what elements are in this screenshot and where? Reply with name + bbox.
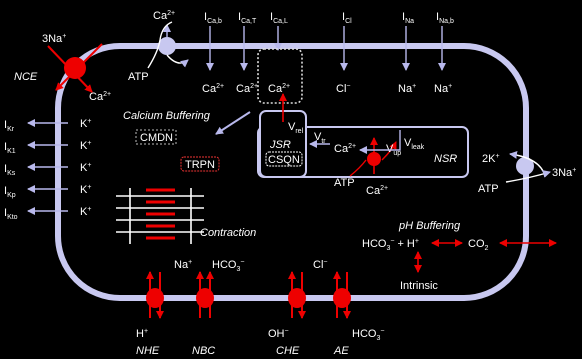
ae-label: AE [333, 345, 349, 357]
nhe-h-label: H+ [136, 328, 148, 340]
top-ion-labels: Ca2+ Ca2+ Ca2+ Cl− Na+ Na+ [202, 83, 452, 95]
k-ion-label: K+ [80, 118, 91, 130]
serca-atp-label: ATP [334, 177, 355, 189]
che-oh-label: OH− [268, 328, 289, 340]
v-leak-label: Vleak [404, 137, 425, 151]
jsr-label: JSR [269, 139, 291, 151]
subspace-box [257, 48, 303, 104]
i-ca-t-label: ICa,T [238, 11, 257, 25]
pmca-pump [147, 21, 189, 69]
nhe-body [146, 288, 164, 308]
nbc-exchanger [196, 271, 214, 318]
csqn-label: CSQN [268, 154, 300, 166]
serca-atp-arc [349, 159, 367, 177]
na-b-ion: Na+ [434, 83, 452, 95]
nak-na-label: 3Na+ [552, 167, 576, 179]
nhe-exchanger [146, 271, 164, 319]
k-current-label: IKr [4, 119, 15, 133]
nsr-label: NSR [434, 153, 457, 165]
serca-pump [349, 137, 397, 177]
k-ion-label: K+ [80, 162, 91, 174]
trpn-label: TRPN [185, 159, 215, 171]
k-ion-label: K+ [80, 184, 91, 196]
sr-ca-label: Ca2+ [334, 143, 356, 155]
ca-t-ion: Ca2+ [236, 83, 258, 95]
cmdn-label: CMDN [140, 132, 173, 144]
sarcomere-icon [116, 188, 204, 244]
buffering-arrow [215, 111, 251, 135]
che-body [288, 288, 306, 308]
intrinsic-label: Intrinsic [400, 280, 438, 292]
pmca-atp-label: ATP [128, 71, 149, 83]
nce-body [64, 57, 86, 79]
nhe-label: NHE [136, 345, 160, 357]
k-ion-label: K+ [80, 206, 91, 218]
nak-k-label: 2K+ [482, 153, 500, 165]
contraction-label: Contraction [200, 227, 256, 239]
i-ca-b-label: ICa,b [204, 11, 222, 25]
k-current-label: IKs [4, 163, 16, 177]
ca-l-ion: Ca2+ [268, 83, 290, 95]
nce-exchanger [47, 43, 103, 93]
top-current-arrows [206, 26, 446, 71]
k-ion-label: K+ [80, 140, 91, 152]
cl-ion: Cl− [336, 83, 350, 95]
k-current-label: IKp [4, 185, 16, 199]
k-current-row: IKp K+ [4, 184, 91, 199]
nak-na-arrow [505, 170, 551, 183]
i-cl-label: ICl [342, 11, 352, 25]
trpn-box [180, 156, 220, 172]
ae-hco3-label: HCO3− [352, 328, 384, 342]
i-na-b-label: INa,b [436, 11, 454, 25]
nce-ca-label: Ca2+ [89, 91, 111, 103]
co2-label: CO2 [468, 238, 489, 252]
na-k-pump [505, 150, 551, 183]
nhe-na-label: Na+ [174, 259, 192, 271]
v-tr-label: Vtr [314, 131, 326, 145]
nce-na-label: 3Na+ [42, 33, 66, 45]
na-k-pump-body [516, 157, 534, 175]
ph-equation: HCO3−+H+ [362, 238, 419, 252]
k-current-row: IK1 K+ [4, 140, 91, 155]
cmdn-box [135, 129, 177, 145]
nbc-body [196, 288, 214, 308]
v-up-label: Vup [386, 143, 401, 157]
serca-body [367, 152, 381, 166]
k-current-label: IKto [4, 207, 18, 221]
ae-exchanger [333, 271, 351, 319]
pmca-atp-arc [147, 21, 173, 69]
k-current-row: IKs K+ [4, 162, 91, 177]
csqn-box [265, 151, 303, 167]
pmca-arrow-in [166, 54, 189, 68]
ph-buffering-title: pH Buffering [398, 220, 461, 232]
pmca-pump-body [158, 37, 176, 55]
che-label: CHE [276, 345, 300, 357]
ae-cl-label: Cl− [313, 259, 327, 271]
i-na-label: INa [402, 11, 414, 25]
calcium-buffering-title: Calcium Buffering [123, 110, 211, 122]
ca-b-ion: Ca2+ [202, 83, 224, 95]
che-exchanger [288, 271, 306, 319]
k-currents: IKr K+ IK1 K+ IKs K+ IKp K+ IKto K+ [4, 118, 91, 221]
ae-body [333, 288, 351, 308]
nce-label: NCE [14, 71, 38, 83]
nbc-label: NBC [192, 345, 215, 357]
serca-ca-label: Ca2+ [366, 185, 388, 197]
k-current-row: IKto K+ [4, 206, 91, 221]
v-leak-arrow [359, 130, 401, 154]
na-ion: Na+ [398, 83, 416, 95]
nbc-hco3-label: HCO3− [212, 259, 244, 273]
pmca-ca-label: Ca2+ [153, 10, 175, 22]
k-current-row: IKr K+ [4, 118, 91, 133]
top-current-labels: ICa,b ICa,T ICa,L ICl INa INa,b [204, 11, 454, 25]
i-ca-l-label: ICa,L [270, 11, 288, 25]
nsr-box [257, 126, 469, 178]
k-current-label: IK1 [4, 141, 16, 155]
v-rel-label: Vrel [288, 121, 304, 135]
nak-atp-label: ATP [478, 183, 499, 195]
